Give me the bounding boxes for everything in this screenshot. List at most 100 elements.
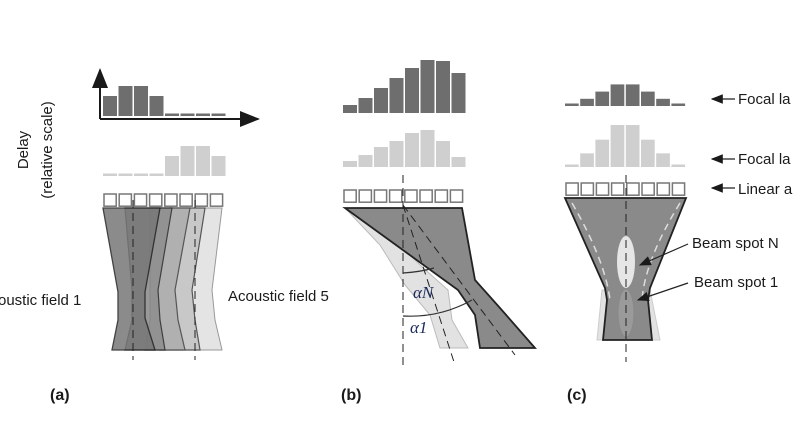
- array-element: [343, 189, 357, 203]
- acoustic-field-5-label: Acoustic field 5: [228, 288, 329, 305]
- array-element: [179, 193, 193, 207]
- array-element: [103, 193, 117, 207]
- delay-bar: [134, 173, 148, 176]
- delay-bar: [343, 161, 357, 167]
- angle-arc-n: [402, 267, 435, 274]
- delay-bar: [420, 60, 435, 113]
- delay-bar: [374, 147, 388, 167]
- delay-bar: [595, 91, 610, 106]
- focal-law-1-label: Focal la: [738, 151, 791, 168]
- delay-bar: [196, 113, 210, 116]
- delay-bar: [358, 98, 373, 113]
- delay-bar: [671, 164, 686, 167]
- delay-bar: [211, 113, 226, 116]
- array-element: [133, 193, 148, 207]
- acoustic-field-1: [102, 207, 161, 351]
- acoustic-field-1-label: oustic field 1: [0, 292, 81, 309]
- panel-b-label: (b): [341, 387, 361, 404]
- beam-spot-n-label: Beam spot N: [692, 235, 779, 252]
- delay-bar: [625, 125, 640, 167]
- delay-bar: [625, 84, 640, 106]
- delay-bar: [610, 84, 625, 106]
- array-element: [373, 189, 388, 203]
- delay-bar: [118, 86, 133, 116]
- delay-bar: [580, 153, 594, 167]
- delay-bar: [671, 103, 686, 106]
- delay-bar: [103, 96, 117, 116]
- array-element: [164, 193, 178, 207]
- delay-axis-label: Delay: [15, 130, 32, 169]
- delay-bar: [610, 125, 625, 167]
- panel-b: αN α1 (b): [341, 60, 537, 404]
- linear-array-label: Linear a: [738, 181, 793, 198]
- array-element: [626, 182, 640, 196]
- array-element: [148, 193, 163, 207]
- delay-bar: [211, 156, 226, 176]
- delay-bars-focal-law-n: [343, 60, 466, 113]
- array-element: [209, 193, 224, 207]
- array-element: [641, 182, 655, 196]
- delay-bar: [118, 173, 133, 176]
- array-element: [671, 182, 686, 196]
- delay-bar: [641, 91, 655, 106]
- beam-spot-n: [617, 236, 635, 288]
- delay-bar: [149, 173, 164, 176]
- delay-bars-focal-law-1: [343, 130, 466, 167]
- delay-bar: [180, 146, 195, 176]
- delay-bar: [451, 73, 466, 113]
- panel-c-label: (c): [567, 387, 587, 404]
- array-element: [595, 182, 610, 196]
- delay-bars-field-1: [103, 86, 226, 116]
- angle-1-label: α1: [410, 318, 427, 337]
- panel-a: Delay (relative scale) oustic field 1 Ac…: [0, 68, 329, 404]
- angle-arc-1: [402, 299, 473, 317]
- delay-bar: [565, 103, 579, 106]
- focal-law-n-label: Focal la: [738, 91, 791, 108]
- array-element: [656, 182, 671, 196]
- delay-bar: [656, 98, 670, 106]
- delay-bar: [451, 157, 466, 167]
- array-element: [118, 193, 133, 207]
- delay-bar: [436, 61, 450, 113]
- array-element: [580, 182, 595, 196]
- delay-bar: [580, 98, 594, 106]
- array-element: [404, 189, 418, 203]
- beam-steered-n: [342, 207, 537, 349]
- panel-c: Focal la Focal la Linear a Beam spot N B…: [563, 84, 793, 404]
- linear-array: [565, 182, 686, 196]
- acoustic-fields: [102, 200, 223, 360]
- array-element: [194, 193, 209, 207]
- delay-bar: [374, 88, 388, 113]
- delay-bars-focal-law-n: [565, 84, 686, 106]
- delay-bar: [103, 173, 117, 176]
- delay-bar: [389, 141, 404, 167]
- delay-bar: [641, 139, 655, 167]
- delay-axis-sublabel: (relative scale): [39, 101, 56, 199]
- linear-array: [343, 189, 464, 203]
- angle-n-label: αN: [413, 283, 435, 302]
- array-element: [388, 189, 403, 203]
- delay-bar: [389, 78, 404, 113]
- delay-bar: [134, 86, 148, 116]
- array-element: [419, 189, 433, 203]
- array-element: [434, 189, 449, 203]
- delay-bar: [165, 113, 179, 116]
- delay-bar: [343, 105, 357, 113]
- array-element: [449, 189, 464, 203]
- delay-bar: [420, 130, 435, 167]
- panel-a-label: (a): [50, 387, 70, 404]
- array-element: [565, 182, 579, 196]
- delay-bar: [165, 156, 179, 176]
- delay-bar: [149, 96, 164, 116]
- delay-bar: [595, 139, 610, 167]
- delay-bar: [196, 146, 210, 176]
- delay-bar: [405, 133, 419, 167]
- delay-bar: [358, 155, 373, 167]
- delay-bar: [436, 141, 450, 167]
- array-element: [358, 189, 373, 203]
- delay-bars-focal-law-1: [565, 125, 686, 167]
- array-element: [610, 182, 625, 196]
- delay-bar: [656, 153, 670, 167]
- delay-bar: [565, 164, 579, 167]
